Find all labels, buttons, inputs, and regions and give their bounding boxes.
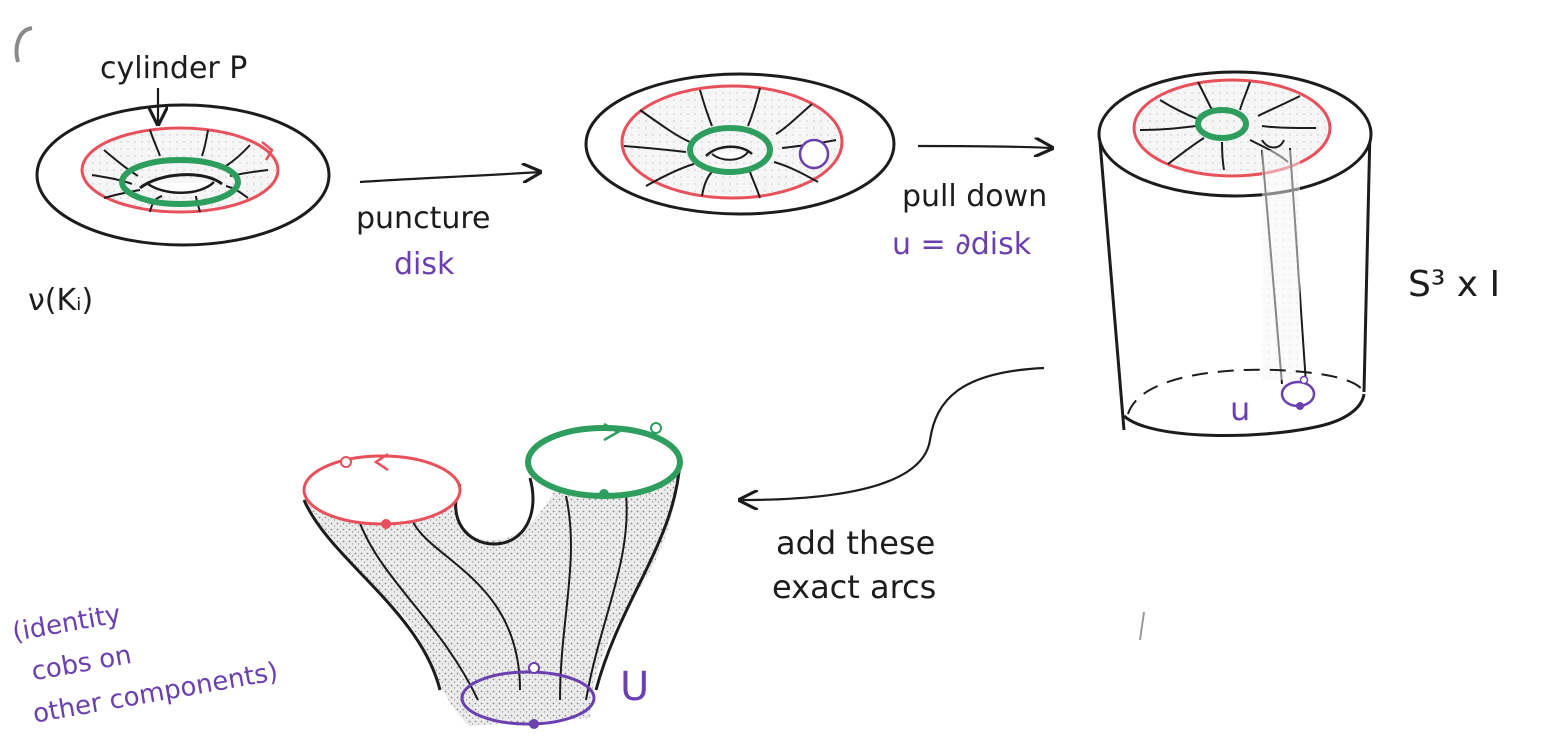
label-u-cobordism: U <box>620 664 649 710</box>
torus-punctured <box>586 74 894 214</box>
arrow-puncture <box>360 172 540 182</box>
label-u-bottom: u <box>1230 390 1250 428</box>
label-pull-down: pull down <box>902 179 1047 214</box>
label-identity-1: (identity <box>10 599 123 648</box>
label-cylinder-p: cylinder P <box>100 51 247 86</box>
red-curve-torus1 <box>82 128 278 212</box>
arrow-add-arcs <box>740 368 1044 500</box>
label-identity-2: cobs on <box>29 640 134 687</box>
cylinder-s3xI <box>1099 72 1371 435</box>
label-disk: disk <box>394 247 455 282</box>
puncture-disk <box>800 140 828 168</box>
label-u-boundary: u = ∂disk <box>892 227 1032 262</box>
identity-note: (identity cobs on other components) <box>10 574 280 730</box>
u-loop-bottom <box>1282 382 1314 406</box>
green-loop-pants <box>528 428 680 496</box>
label-s3-times-i: S³ x I <box>1408 264 1500 305</box>
label-nu-k: ν(Kᵢ) <box>28 283 93 318</box>
corner-mark <box>17 28 32 62</box>
arrow-pull-down <box>918 146 1052 148</box>
stray-mark <box>1140 612 1144 640</box>
label-add-arcs-2: exact arcs <box>772 568 936 606</box>
label-add-arcs-1: add these <box>776 524 935 562</box>
torus-nu-k <box>37 105 329 245</box>
label-puncture: puncture <box>356 201 490 236</box>
